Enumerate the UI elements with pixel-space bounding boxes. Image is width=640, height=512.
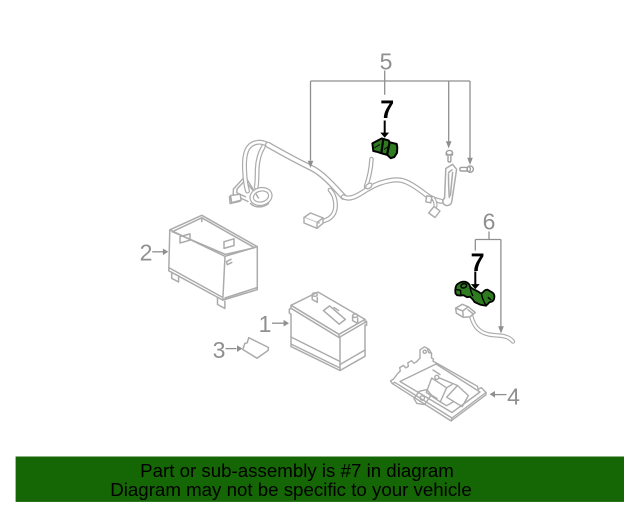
svg-text:Part or sub-assembly is #7 in: Part or sub-assembly is #7 in diagram [140, 460, 454, 481]
svg-text:1: 1 [259, 311, 272, 337]
svg-text:Diagram may not be specific to: Diagram may not be specific to your vehi… [110, 479, 471, 500]
svg-text:6: 6 [483, 208, 496, 234]
svg-text:3: 3 [213, 337, 226, 363]
svg-text:7: 7 [380, 96, 394, 124]
svg-text:7: 7 [471, 249, 485, 277]
svg-text:5: 5 [380, 48, 393, 74]
svg-text:2: 2 [140, 239, 153, 265]
svg-text:4: 4 [507, 384, 520, 410]
